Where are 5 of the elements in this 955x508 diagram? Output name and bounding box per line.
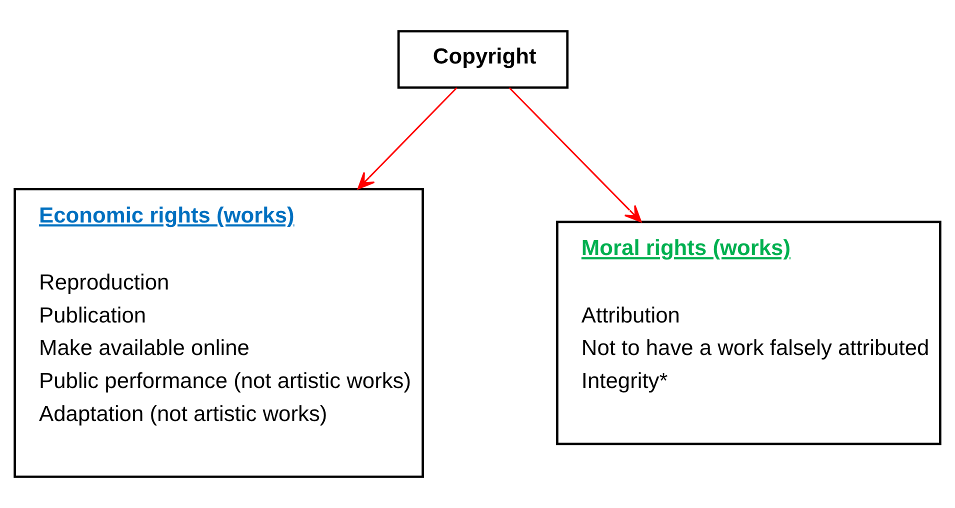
arrow <box>357 87 458 190</box>
node-box: Copyright <box>397 30 569 89</box>
node-box: Economic rights (works) Reproduction Publication Make available online Public performance (not artistic works) Adaptation (not artistic works) <box>14 188 424 478</box>
node-box: Moral rights (works) Attribution Not to have a work falsely attributed Integrity* <box>556 220 942 446</box>
arrow <box>508 87 642 222</box>
